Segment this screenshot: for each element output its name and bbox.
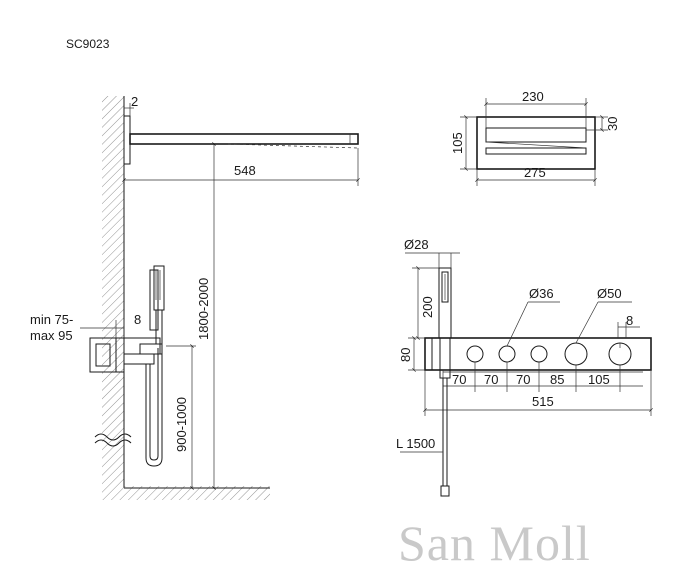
water-outlet [485, 147, 587, 155]
floor-hatch [102, 486, 270, 500]
overhead-height-label: 1800-2000 [196, 278, 211, 340]
knob-small-label: Ø36 [529, 286, 554, 301]
brand-watermark: San Moll [398, 515, 591, 571]
handshower [153, 265, 165, 311]
knob-1 [466, 345, 484, 363]
spacing-2-label: 70 [484, 372, 498, 387]
knob-3 [530, 345, 548, 363]
overhead-arm [129, 133, 359, 145]
arm-length-label: 548 [234, 163, 256, 178]
head-depth-label: 30 [605, 117, 620, 131]
control-panel [424, 337, 652, 371]
hose-loop [145, 344, 163, 467]
front-plate-thickness-label: 8 [626, 313, 633, 328]
side-view: 2 548 1800-2000 900-1000 min 75- m [30, 94, 360, 500]
break-symbol [94, 439, 132, 447]
wall-offset-label: 2 [131, 94, 138, 109]
overhead-plate [476, 116, 596, 170]
spacing-1-label: 70 [452, 372, 466, 387]
panel-length-label: 515 [532, 394, 554, 409]
depth-max-label: max 95 [30, 328, 73, 343]
wall-hatch [102, 96, 124, 486]
top-view: 230 275 105 30 [450, 89, 620, 186]
spacing-4-label: 85 [550, 372, 564, 387]
knob-4 [564, 342, 588, 366]
handle-length-label: 200 [420, 296, 435, 318]
front-view: Ø28 200 Ø36 Ø50 8 80 [396, 237, 653, 497]
knob-2 [498, 345, 516, 363]
spacing-5-label: 105 [588, 372, 610, 387]
overhead-head [485, 127, 587, 143]
head-width-label: 230 [522, 89, 544, 104]
mixer-body [123, 337, 161, 355]
plate-width-label: 275 [524, 165, 546, 180]
plate-thickness-label: 8 [134, 312, 141, 327]
ceiling-flange [123, 115, 131, 165]
knob-large-label: Ø50 [597, 286, 622, 301]
mixer-height-label: 900-1000 [174, 397, 189, 452]
plate-depth-label: 105 [450, 132, 465, 154]
handle-diameter-label: Ø28 [404, 237, 429, 252]
break-symbol [94, 433, 132, 441]
hose-length-label: L 1500 [396, 436, 435, 451]
spacing-3-label: 70 [516, 372, 530, 387]
panel-height-label: 80 [398, 348, 413, 362]
model-code: SC9023 [66, 37, 110, 51]
depth-min-label: min 75- [30, 312, 73, 327]
